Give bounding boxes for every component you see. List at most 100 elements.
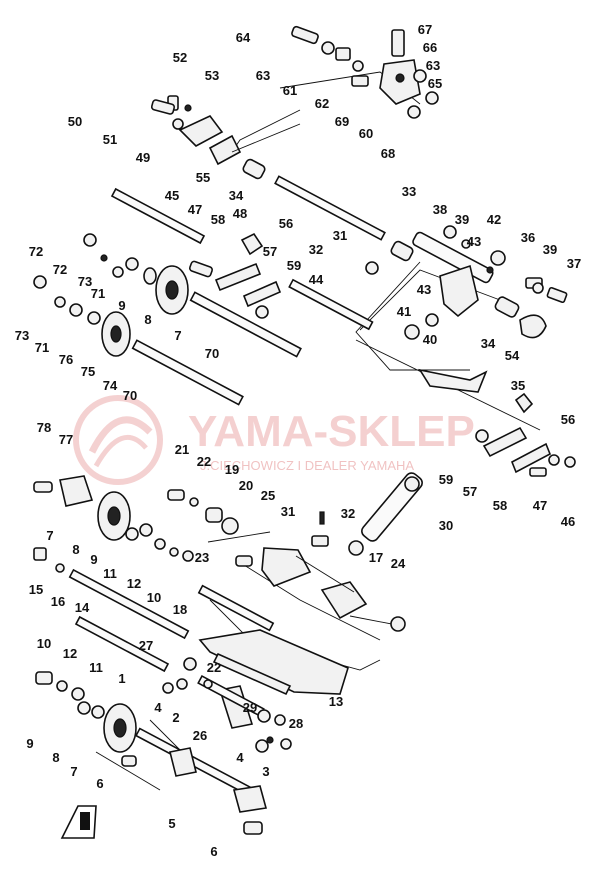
part-callout-10: 10 xyxy=(147,590,161,605)
part-callout-7: 7 xyxy=(70,764,77,779)
part-callout-27: 27 xyxy=(139,638,153,653)
middle-frame-bracket xyxy=(261,547,406,632)
part-callout-5: 5 xyxy=(168,816,175,831)
part-callout-73: 73 xyxy=(15,328,29,343)
part-callout-44: 44 xyxy=(309,272,324,287)
watermark-subtitle: J.CIECHOWICZ I DEALER YAMAHA xyxy=(200,458,414,473)
part-callout-51: 51 xyxy=(103,132,117,147)
part-callout-57: 57 xyxy=(463,484,477,499)
part-callout-14: 14 xyxy=(75,600,90,615)
part-callout-13: 13 xyxy=(329,694,343,709)
front-direction-marker-icon xyxy=(60,805,97,839)
part-callout-39: 39 xyxy=(543,242,557,257)
part-callout-60: 60 xyxy=(359,126,373,141)
part-callout-36: 36 xyxy=(521,230,535,245)
part-callout-47: 47 xyxy=(533,498,547,513)
part-callout-8: 8 xyxy=(52,750,59,765)
upper-bracket-assembly xyxy=(291,25,439,119)
part-callout-22: 22 xyxy=(207,660,221,675)
part-callout-50: 50 xyxy=(68,114,82,129)
part-callout-9: 9 xyxy=(90,552,97,567)
part-callout-18: 18 xyxy=(173,602,187,617)
part-callout-66: 66 xyxy=(423,40,437,55)
part-callout-9: 9 xyxy=(26,736,33,751)
part-callout-26: 26 xyxy=(193,728,207,743)
part-callout-23: 23 xyxy=(195,550,209,565)
part-callout-19: 19 xyxy=(225,462,239,477)
part-callout-69: 69 xyxy=(335,114,349,129)
part-callout-38: 38 xyxy=(433,202,447,217)
part-callout-55: 55 xyxy=(196,170,210,185)
part-callout-15: 15 xyxy=(29,582,43,597)
watermark: YAMA-SKLEP J.CIECHOWICZ I DEALER YAMAHA xyxy=(73,395,475,485)
part-callout-56: 56 xyxy=(561,412,575,427)
part-callout-68: 68 xyxy=(381,146,395,161)
part-callout-4: 4 xyxy=(154,700,162,715)
part-callout-71: 71 xyxy=(35,340,49,355)
part-callout-31: 31 xyxy=(333,228,347,243)
part-callout-28: 28 xyxy=(289,716,303,731)
shock-absorber xyxy=(311,472,423,556)
part-callout-8: 8 xyxy=(72,542,79,557)
part-callout-33: 33 xyxy=(402,184,416,199)
part-callout-72: 72 xyxy=(29,244,43,259)
part-callout-63: 63 xyxy=(256,68,270,83)
part-callout-7: 7 xyxy=(174,328,181,343)
part-callout-35: 35 xyxy=(511,378,525,393)
part-callout-4: 4 xyxy=(236,750,244,765)
part-callout-8: 8 xyxy=(144,312,151,327)
part-callout-63: 63 xyxy=(426,58,440,73)
part-callout-76: 76 xyxy=(59,352,73,367)
part-callout-64: 64 xyxy=(236,30,251,45)
part-callout-70: 70 xyxy=(123,388,137,403)
part-callout-12: 12 xyxy=(127,576,141,591)
part-callout-58: 58 xyxy=(211,212,225,227)
part-callout-52: 52 xyxy=(173,50,187,65)
lower-wheel-stack xyxy=(35,671,292,835)
part-callout-17: 17 xyxy=(369,550,383,565)
part-callout-43: 43 xyxy=(417,282,431,297)
part-callout-34: 34 xyxy=(229,188,244,203)
part-callout-34: 34 xyxy=(481,336,496,351)
part-callout-30: 30 xyxy=(439,518,453,533)
upper-arm-assembly xyxy=(390,225,568,414)
part-callout-49: 49 xyxy=(136,150,150,165)
part-callout-25: 25 xyxy=(261,488,275,503)
link-plates xyxy=(214,232,576,477)
part-callout-72: 72 xyxy=(53,262,67,277)
part-callout-65: 65 xyxy=(428,76,442,91)
middle-wheel-stack xyxy=(33,475,271,573)
part-callout-6: 6 xyxy=(96,776,103,791)
part-callout-39: 39 xyxy=(455,212,469,227)
part-callout-59: 59 xyxy=(439,472,453,487)
part-callout-22: 22 xyxy=(197,454,211,469)
part-callout-21: 21 xyxy=(175,442,189,457)
part-callout-62: 62 xyxy=(315,96,329,111)
part-callout-41: 41 xyxy=(397,304,411,319)
watermark-title: YAMA-SKLEP xyxy=(188,407,475,456)
part-callout-31: 31 xyxy=(281,504,295,519)
part-callout-42: 42 xyxy=(487,212,501,227)
upper-wheel-stack xyxy=(33,233,214,357)
part-callout-32: 32 xyxy=(341,506,355,521)
part-callout-11: 11 xyxy=(89,660,103,675)
upper-shafts xyxy=(110,158,386,406)
upper-left-bracket-assembly xyxy=(150,95,301,166)
part-callout-70: 70 xyxy=(205,346,219,361)
part-callout-57: 57 xyxy=(263,244,277,259)
part-callout-58: 58 xyxy=(493,498,507,513)
part-callout-46: 46 xyxy=(561,514,575,529)
part-callout-67: 67 xyxy=(418,22,432,37)
part-callout-6: 6 xyxy=(210,844,217,859)
part-callout-16: 16 xyxy=(51,594,65,609)
part-callout-71: 71 xyxy=(91,286,105,301)
part-callout-12: 12 xyxy=(63,646,77,661)
part-callout-37: 37 xyxy=(567,256,581,271)
part-callout-78: 78 xyxy=(37,420,51,435)
part-callout-32: 32 xyxy=(309,242,323,257)
part-callout-43: 43 xyxy=(467,234,481,249)
part-callout-47: 47 xyxy=(188,202,202,217)
part-callout-10: 10 xyxy=(37,636,51,651)
